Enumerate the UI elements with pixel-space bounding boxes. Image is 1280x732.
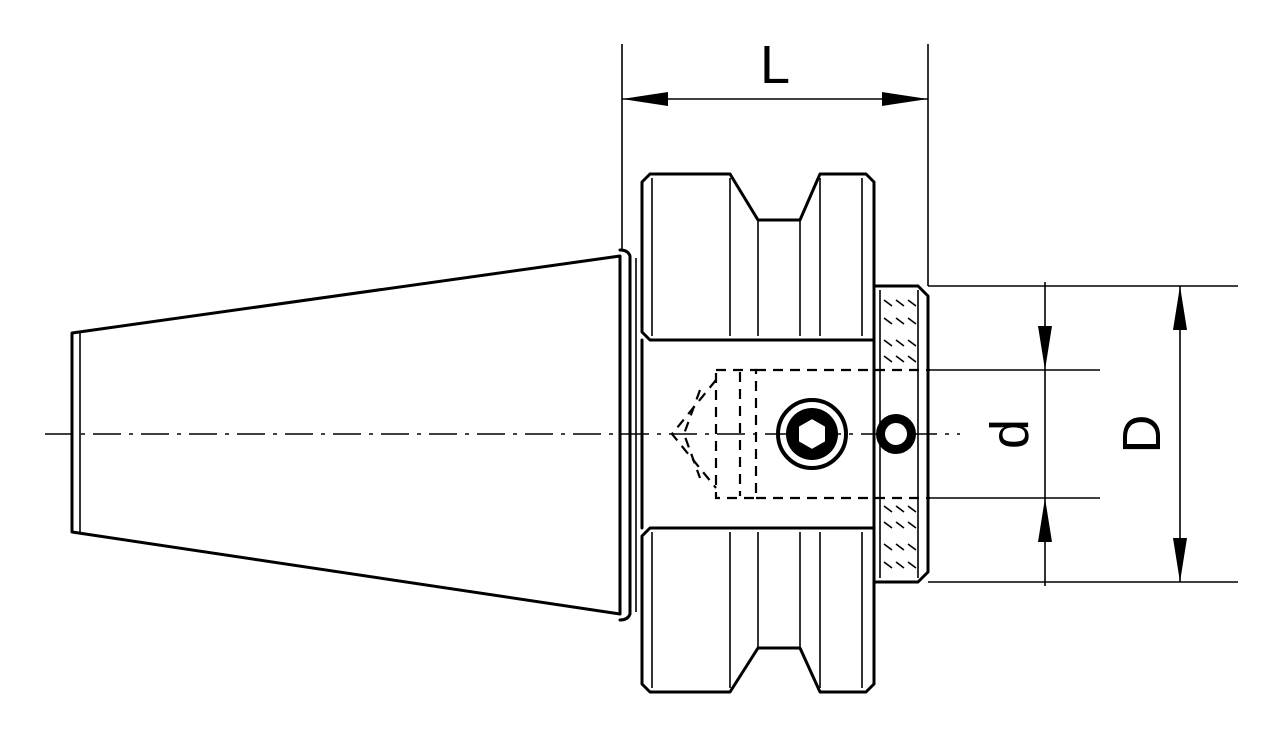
dimension-outer-diameter-label: D: [1112, 415, 1172, 454]
dimension-outer-diameter: D: [928, 285, 1238, 583]
dimension-bore-label: d: [980, 419, 1040, 449]
set-screw: [876, 414, 916, 454]
hidden-bore: [670, 368, 930, 500]
dimension-length-label: L: [760, 35, 790, 95]
dimension-bore: d: [930, 282, 1100, 586]
flange-body: [640, 172, 876, 694]
dimension-length: L: [621, 35, 929, 286]
clamping-screw: [776, 398, 848, 470]
front-collar: [872, 284, 930, 584]
taper-shank: [70, 248, 637, 622]
